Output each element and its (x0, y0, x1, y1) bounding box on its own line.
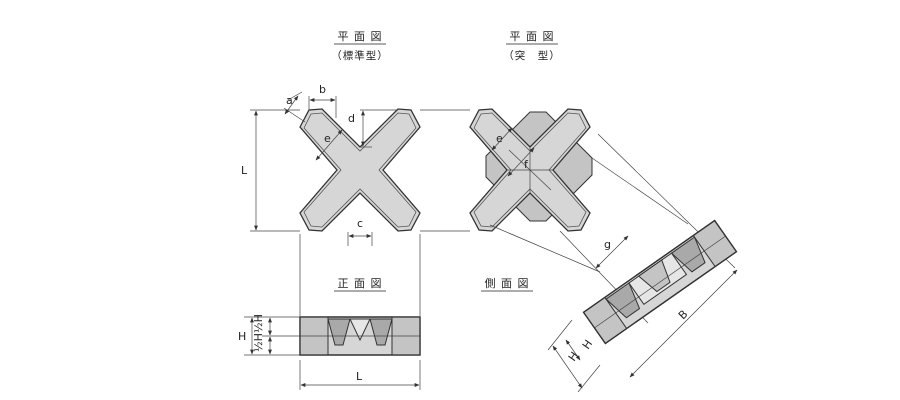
front-view-title: 正 面 図 (338, 277, 383, 290)
dim-g-label: g (604, 238, 611, 251)
plan-protruding-title: 平 面 図 (510, 30, 555, 43)
dim-L2-label: L (356, 370, 363, 383)
dim-e-label: e (324, 132, 331, 145)
dim-b-label: b (319, 83, 326, 96)
side-view-title: 側 面 図 (485, 277, 530, 290)
dim-e2-label: e (496, 132, 503, 145)
dim-H-label: H (238, 330, 246, 343)
dim-d-label: d (348, 112, 355, 125)
dim-H3-label: H (580, 337, 595, 351)
dim-halfH-top-label: ½H (252, 314, 265, 333)
plan-protruding-cross (469, 108, 593, 232)
dim-H2-label: H (566, 349, 581, 363)
dim-a-label: a (286, 94, 293, 107)
plan-standard-title: 平 面 図 (338, 30, 383, 43)
dim-B-label: B (676, 308, 691, 323)
front-view-block (299, 316, 421, 356)
plan-standard-cross (299, 108, 421, 232)
front-view-dimensions: L H ½H ½H (238, 234, 421, 390)
dim-L-label: L (241, 164, 248, 177)
dim-f-label: f (524, 158, 529, 171)
dim-halfH-bottom-label: ½H (252, 333, 265, 352)
plan-standard-dimensions: L b a d e c (241, 83, 398, 246)
plan-protruding-subtitle: （突 型） (503, 49, 561, 62)
dim-c-label: c (357, 217, 363, 230)
plan-standard-subtitle: （標準型） (331, 49, 389, 62)
